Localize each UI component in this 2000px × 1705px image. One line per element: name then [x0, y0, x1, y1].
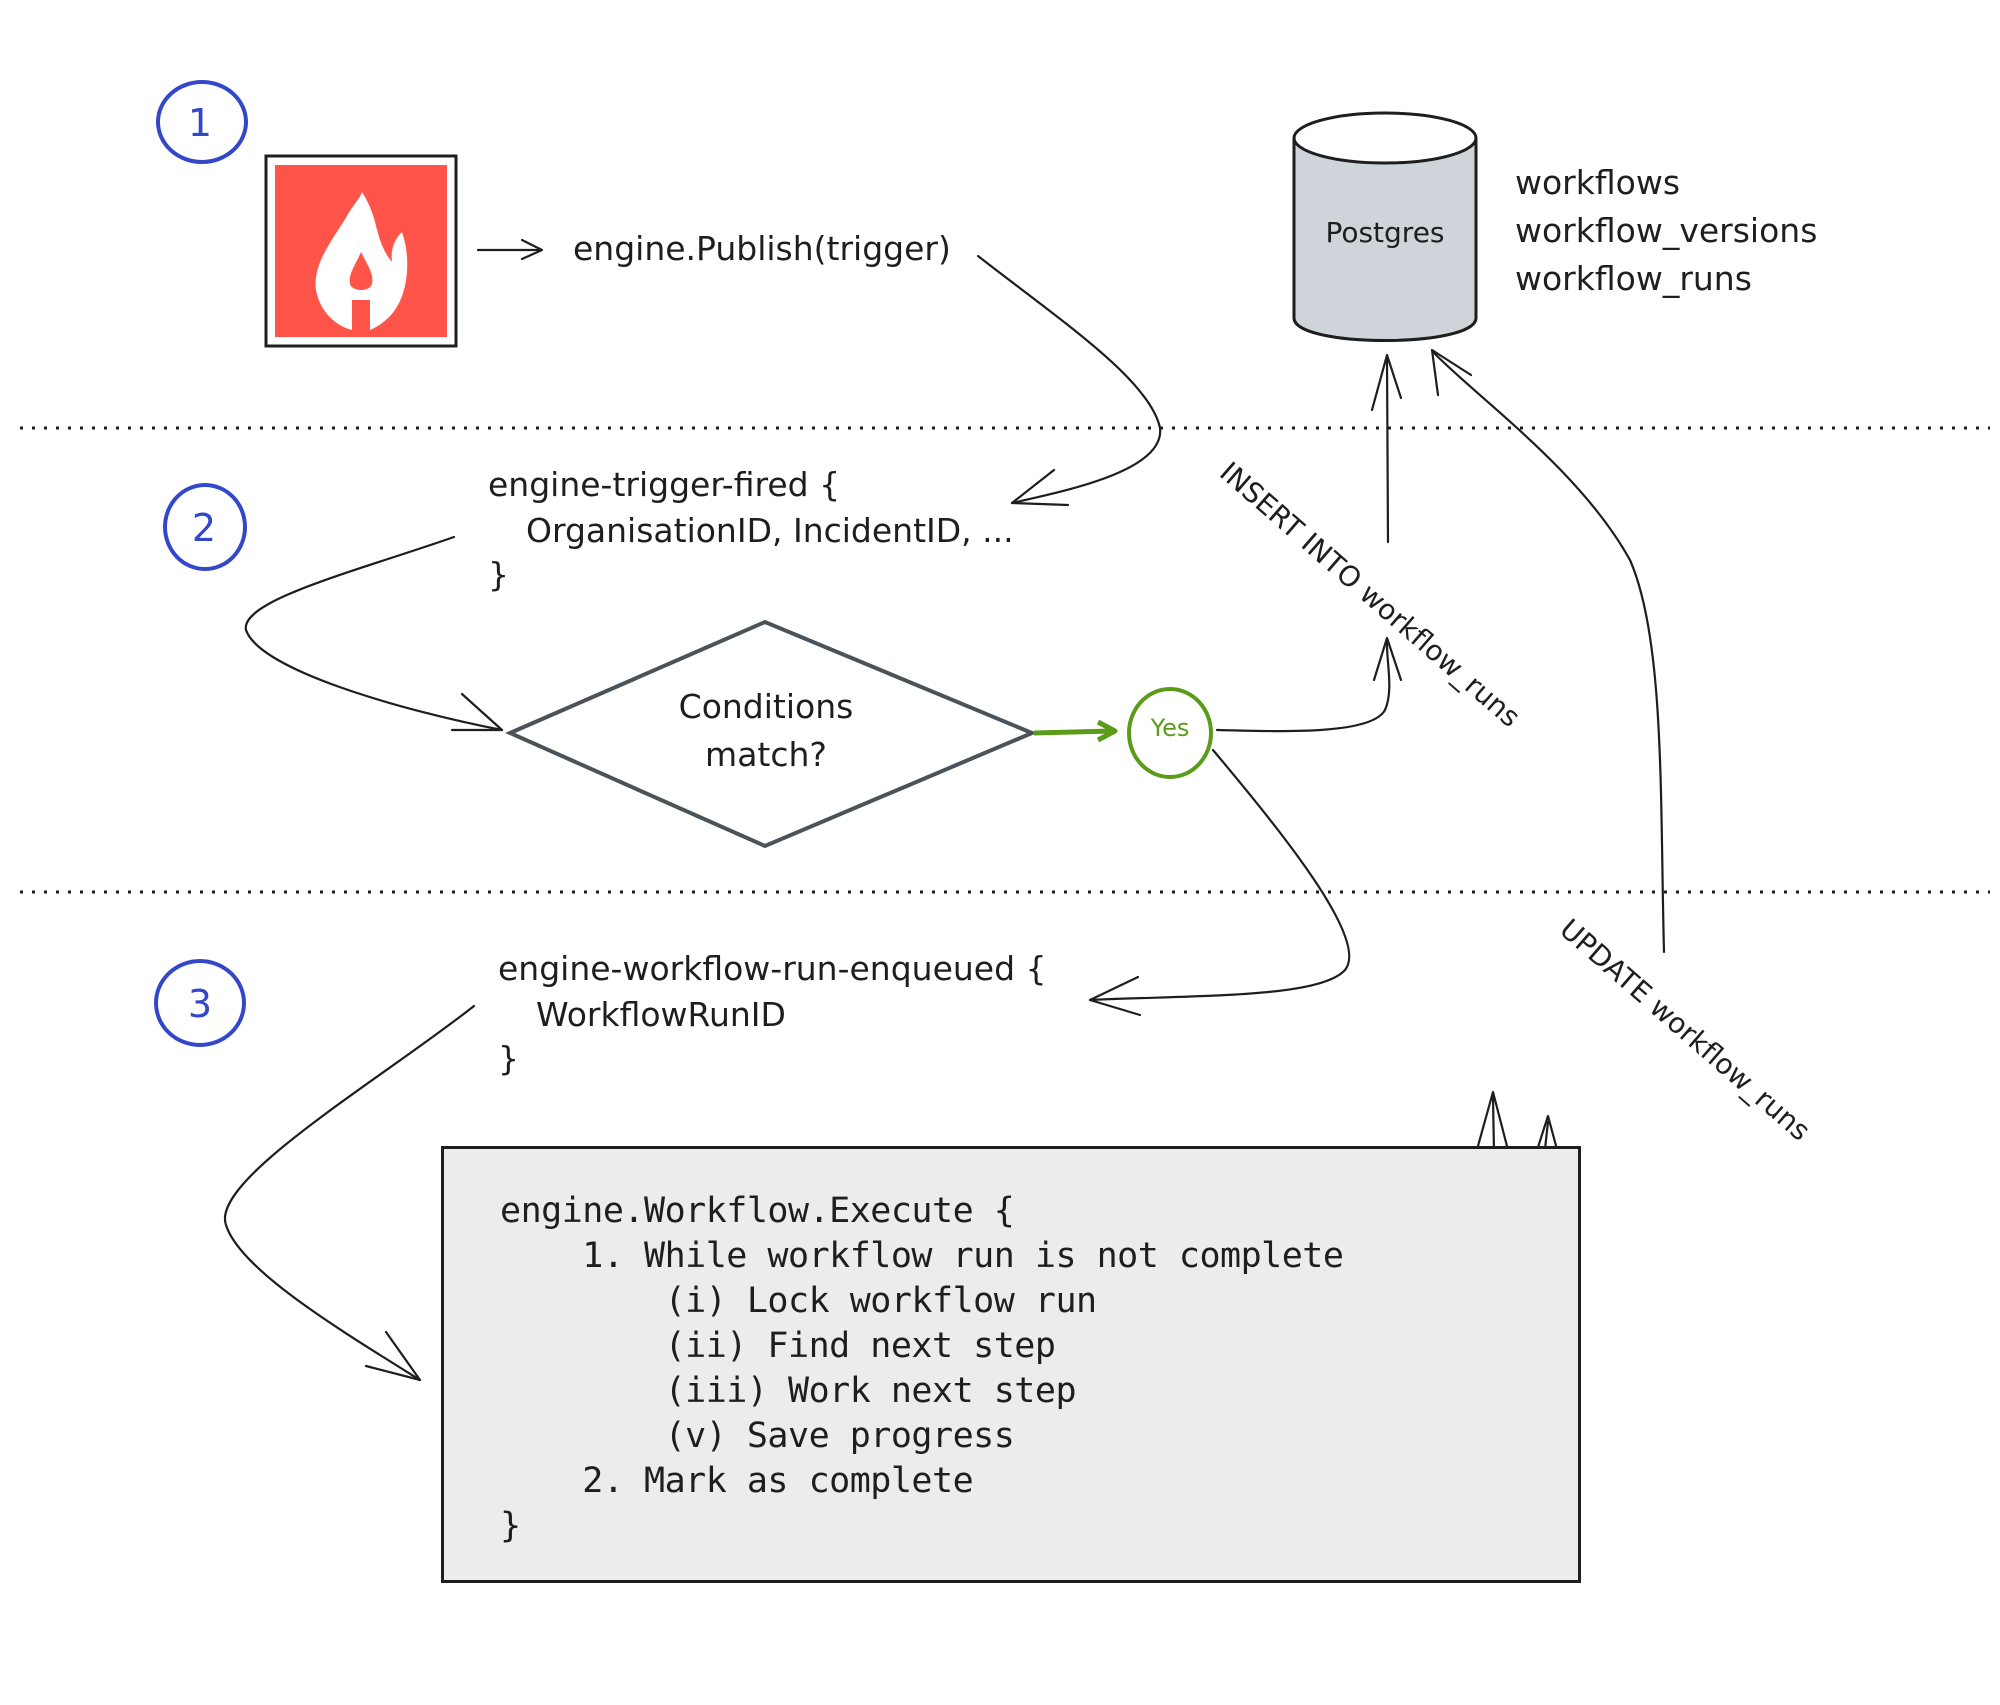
workflow-execute-block: engine.Workflow.Execute { 1. While workf… [441, 1146, 1581, 1583]
arrow-yes-to-enqueued [1088, 748, 1351, 1017]
insert-label: INSERT INTO workflow_runs [1213, 455, 1526, 733]
database-label: Postgres [1325, 216, 1444, 249]
database-table-list: workflows workflow_versions workflow_run… [1515, 163, 1817, 298]
decision-line-2: match? [705, 735, 827, 774]
decision-line-1: Conditions [679, 687, 854, 726]
code-line: 2. Mark as complete [500, 1461, 974, 1501]
trigger-fired-event: engine-trigger-fired { OrganisationID, I… [488, 465, 1014, 594]
arrow-publish-to-trigger-fired [976, 254, 1162, 507]
publish-call-label: engine.Publish(trigger) [573, 229, 951, 268]
yes-label: Yes [1150, 714, 1190, 742]
code-line: engine.Workflow.Execute { [500, 1191, 1015, 1231]
arrow-insert-to-postgres [1370, 353, 1403, 544]
code-line: } [500, 1506, 521, 1546]
arrow-trigger-to-publish [476, 238, 544, 261]
code-line: (i) Lock workflow run [500, 1281, 1098, 1321]
code-line: (iii) Work next step [500, 1371, 1077, 1411]
event-close: } [488, 555, 509, 594]
code-line: 1. While workflow run is not complete [500, 1236, 1344, 1276]
arrow-enqueued-to-execute [223, 1004, 476, 1382]
step-badge-2: 2 [163, 483, 247, 571]
step-badge-3: 3 [154, 959, 246, 1047]
arrow-update-to-postgres [1430, 348, 1666, 954]
event-name: engine-trigger-fired { [488, 465, 840, 504]
arrow-decision-yes [1033, 719, 1118, 743]
decision-diamond: Conditions match? [505, 619, 1038, 849]
postgres-database: Postgres [1292, 111, 1478, 342]
trigger-icon-box [264, 154, 458, 348]
arrow-yes-to-insert [1215, 636, 1403, 733]
table-name: workflows [1515, 163, 1680, 202]
arrow-event-to-decision [244, 535, 504, 732]
update-label: UPDATE workflow_runs [1553, 912, 1816, 1147]
event-fields: OrganisationID, IncidentID, ... [526, 511, 1014, 550]
step-number: 3 [188, 982, 212, 1026]
table-name: workflow_versions [1515, 211, 1817, 250]
event-close: } [498, 1039, 519, 1078]
code-line: (ii) Find next step [500, 1326, 1056, 1366]
event-fields: WorkflowRunID [536, 995, 786, 1034]
fire-icon [315, 192, 408, 330]
workflow-run-enqueued-event: engine-workflow-run-enqueued { WorkflowR… [498, 949, 1047, 1078]
step-number: 2 [192, 506, 216, 550]
event-name: engine-workflow-run-enqueued { [498, 949, 1047, 988]
yes-badge: Yes [1127, 687, 1213, 779]
step-badge-1: 1 [156, 80, 248, 164]
code-line: (v) Save progress [500, 1416, 1015, 1456]
step-number: 1 [188, 101, 212, 145]
table-name: workflow_runs [1515, 259, 1752, 298]
